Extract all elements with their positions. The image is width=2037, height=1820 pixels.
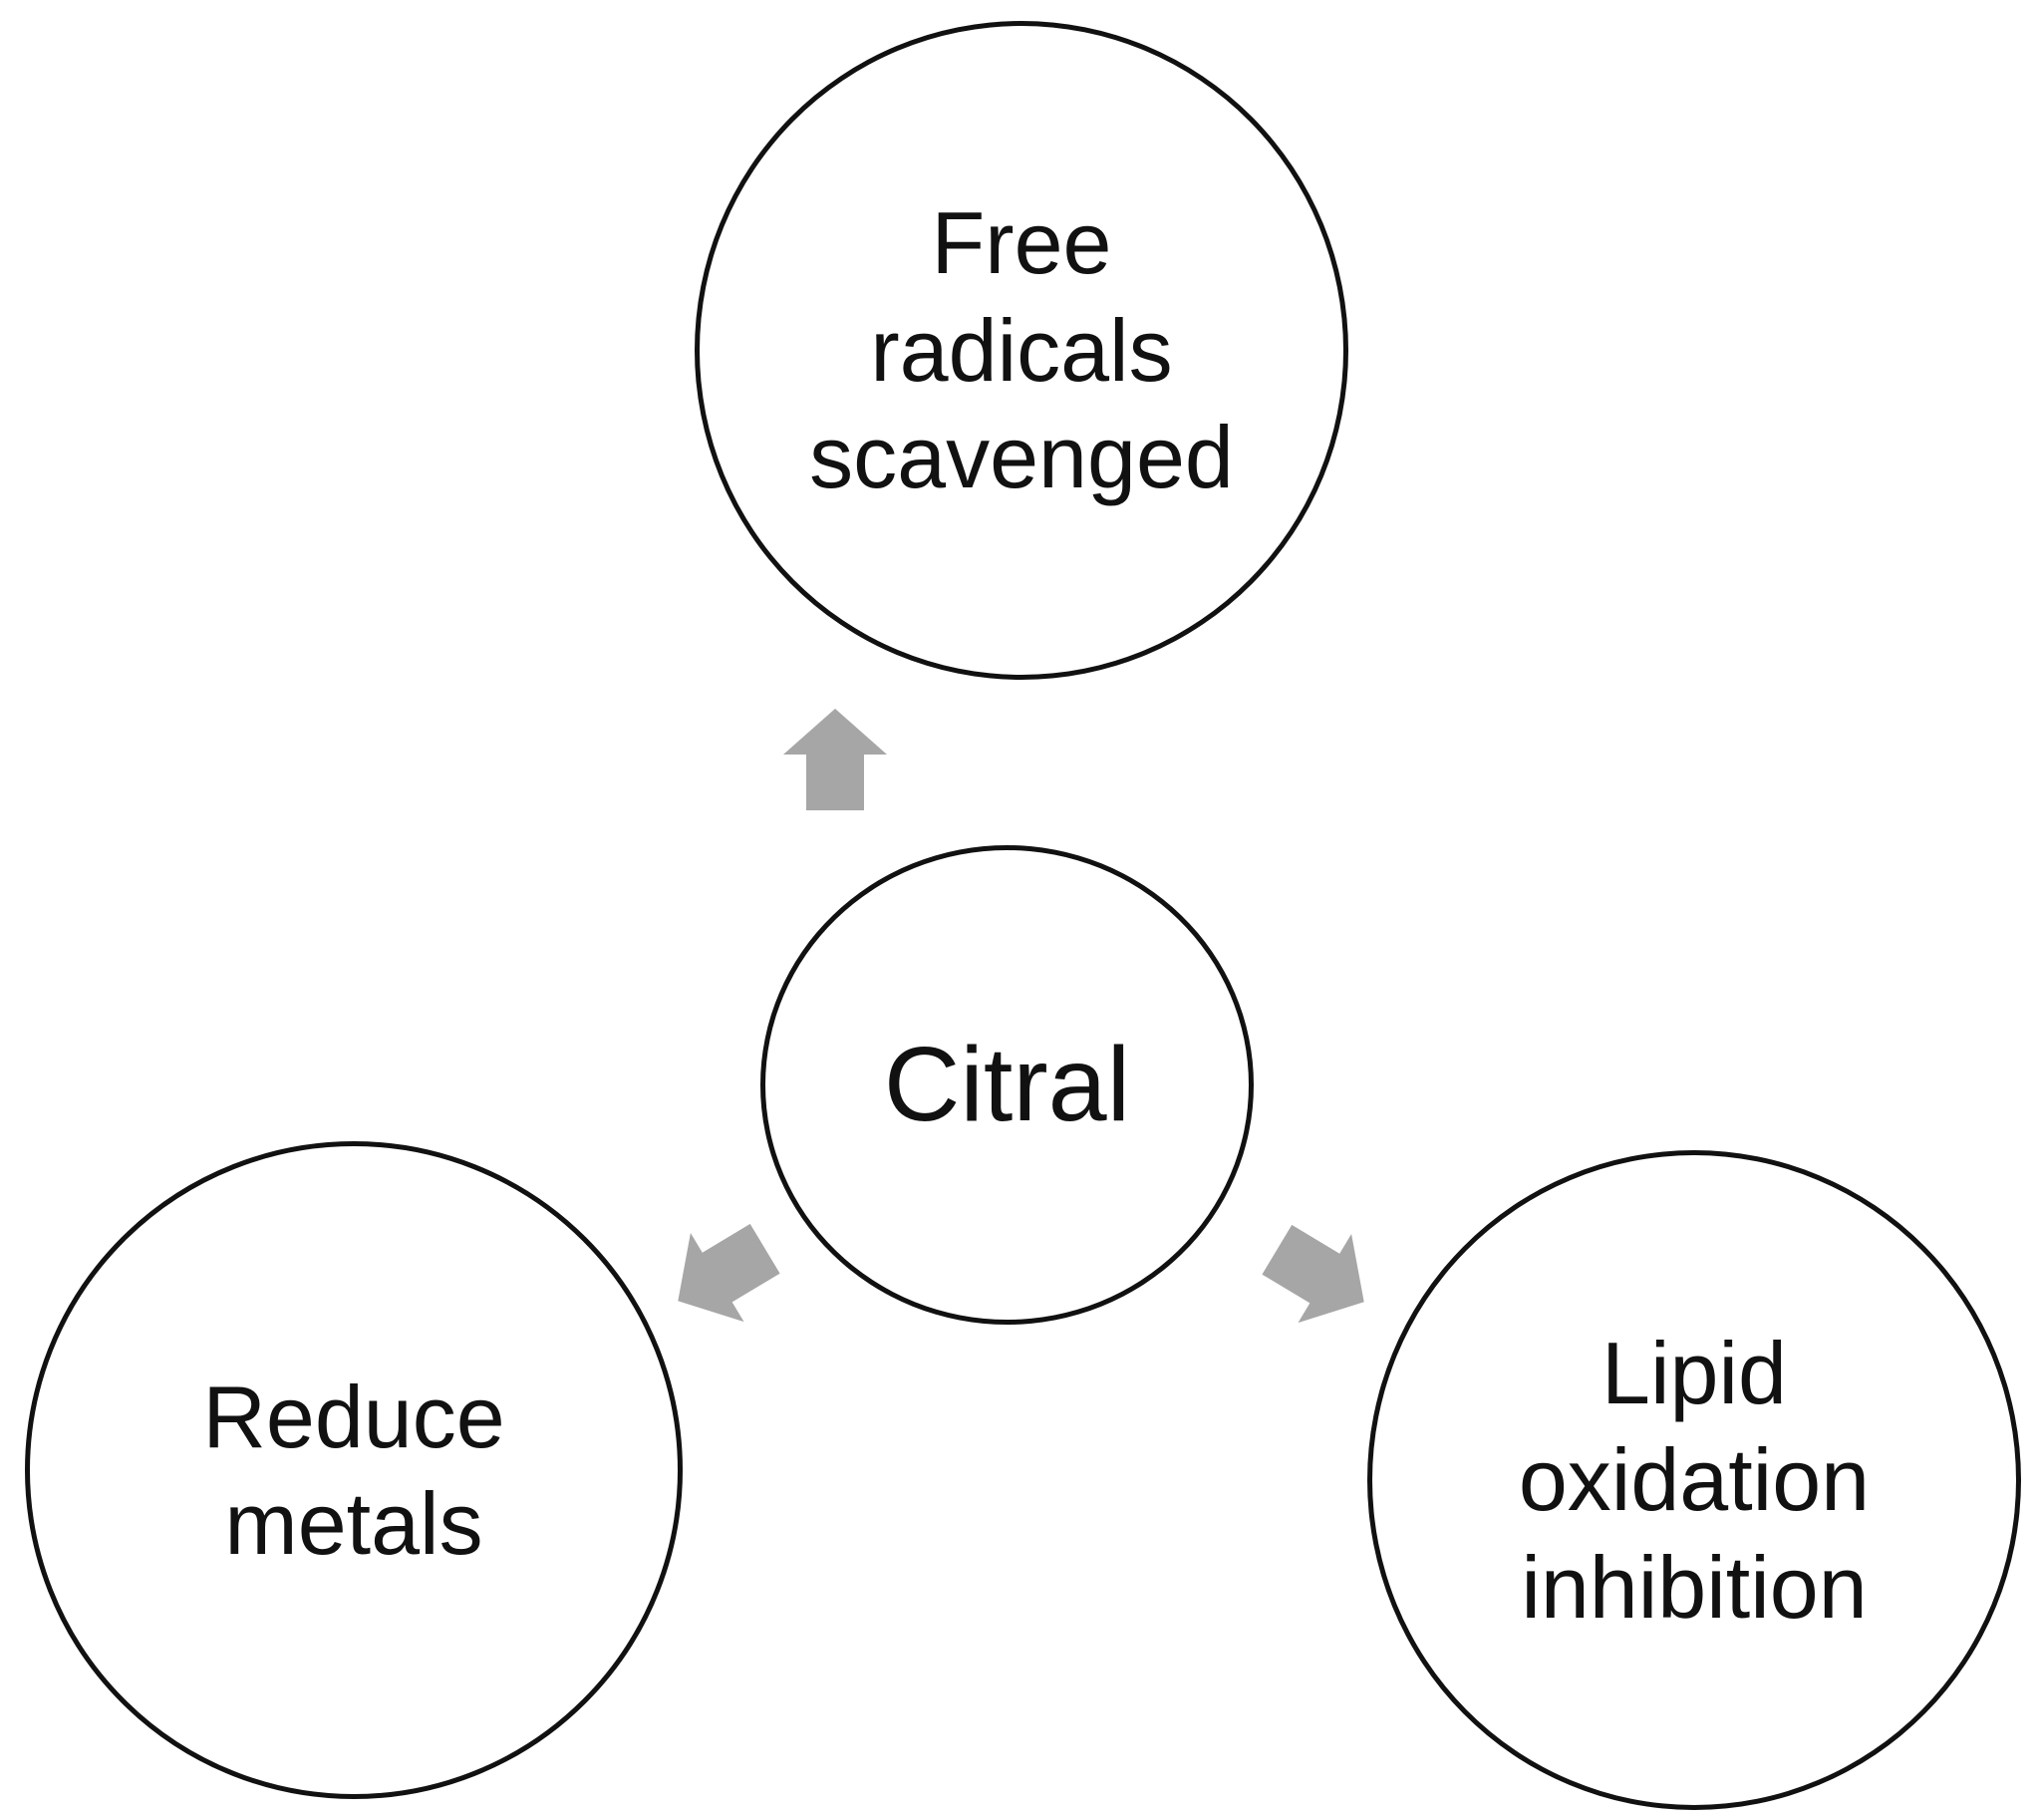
block-arrow-up-icon — [783, 709, 887, 810]
block-arrow-down-left-icon — [678, 1223, 780, 1323]
block-arrow-down-left-shape — [678, 1223, 780, 1323]
node-free-radicals: Free radicals scavenged — [695, 21, 1348, 680]
node-citral-label: Citral — [883, 1026, 1131, 1144]
node-reduce-metals-label: Reduce metals — [202, 1366, 505, 1573]
block-arrow-up-shape — [783, 709, 887, 810]
node-citral-center: Citral — [760, 845, 1254, 1325]
block-arrow-down-right-shape — [1262, 1224, 1364, 1324]
node-free-radicals-label: Free radicals scavenged — [809, 193, 1234, 507]
block-arrow-down-right-icon — [1262, 1224, 1364, 1324]
node-lipid-oxidation: Lipid oxidation inhibition — [1367, 1150, 2021, 1810]
node-reduce-metals: Reduce metals — [25, 1141, 683, 1799]
node-lipid-oxidation-label: Lipid oxidation inhibition — [1518, 1323, 1871, 1637]
